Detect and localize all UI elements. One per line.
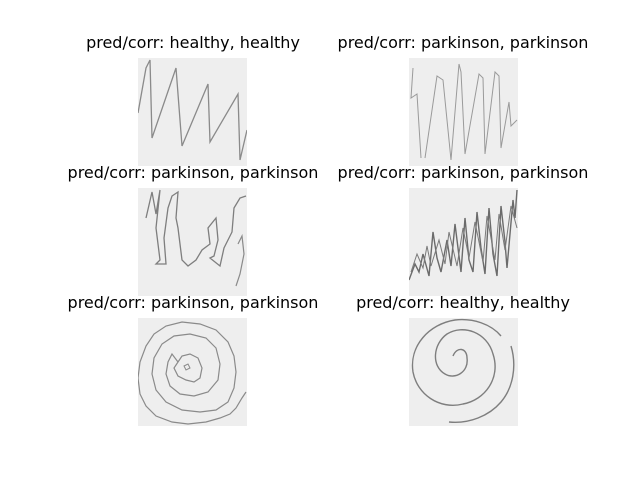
drawing-image: [409, 188, 518, 296]
drawing-image: [138, 58, 247, 166]
drawing-image: [138, 188, 247, 296]
panel-title: pred/corr: parkinson, parkinson: [337, 33, 589, 52]
panel-title: pred/corr: healthy, healthy: [356, 293, 570, 312]
panel-title: pred/corr: healthy, healthy: [86, 33, 300, 52]
drawing-image: [409, 58, 518, 166]
drawing-image: [138, 318, 247, 426]
panel-title: pred/corr: parkinson, parkinson: [67, 163, 319, 182]
panel-title: pred/corr: parkinson, parkinson: [337, 163, 589, 182]
panel-title: pred/corr: parkinson, parkinson: [67, 293, 319, 312]
drawing-image: [409, 318, 518, 426]
